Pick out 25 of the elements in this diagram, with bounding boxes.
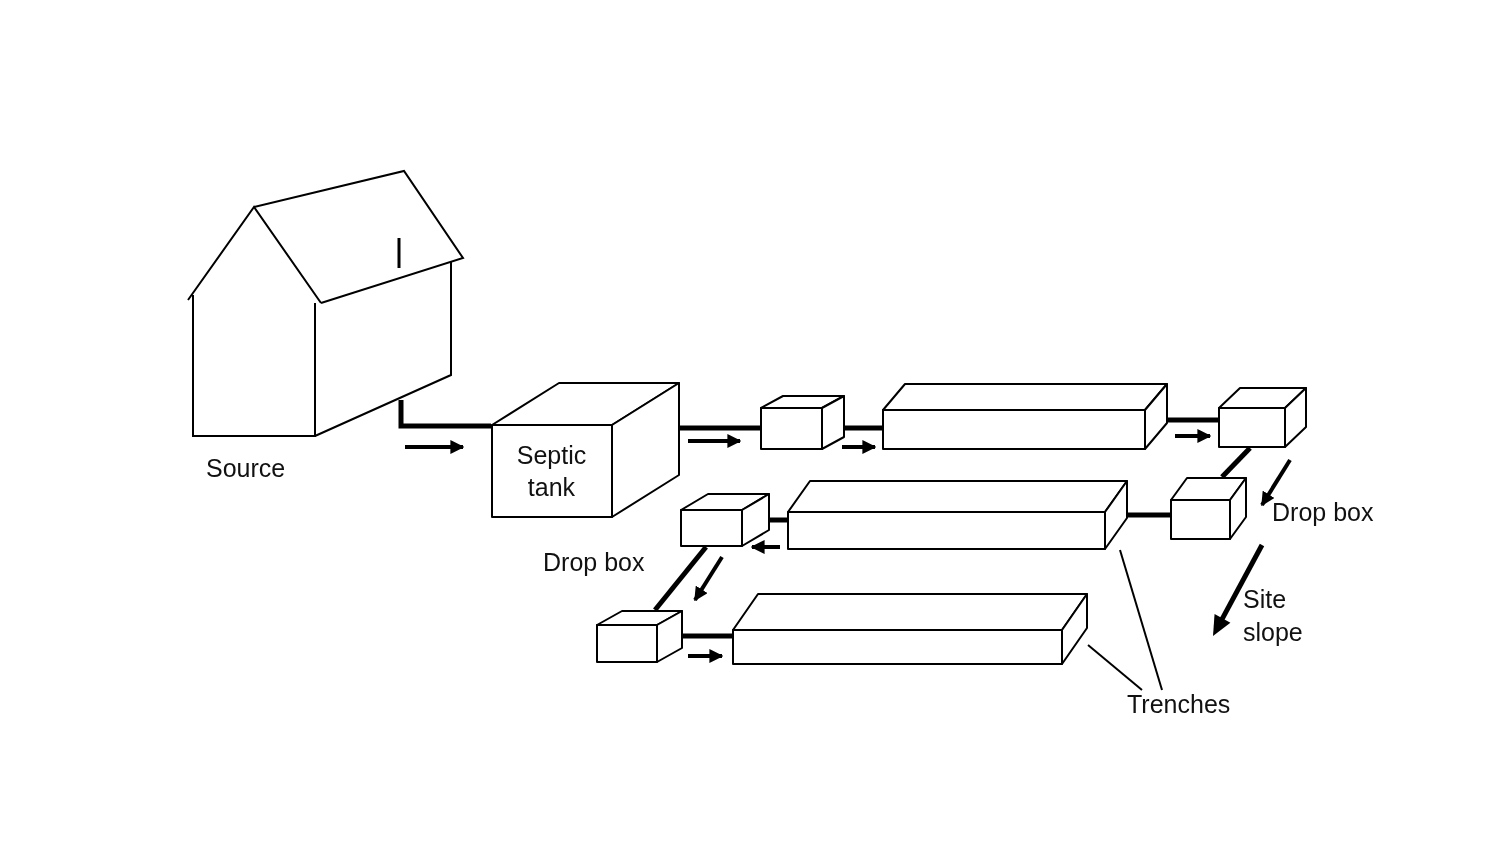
pipe [683,633,732,639]
part-label: Site slope [1243,584,1304,648]
flow-arrow [405,440,465,454]
pipe [1220,446,1252,479]
leader-line [1119,549,1163,691]
tank-label: Septic tank [515,440,588,503]
part-label: Drop box [543,547,646,578]
flow-arrow [842,440,877,454]
pipe [770,517,787,523]
flow-arrow [688,434,742,448]
pipe [680,425,760,431]
pipe [653,545,708,612]
flow-arrow [750,540,780,554]
pipe [1168,417,1218,423]
leader-line [1087,644,1143,691]
callout-label: Trenches [1127,690,1231,719]
pipe [1128,512,1170,518]
flow-arrow [1175,429,1212,443]
part-label: Drop box [1272,497,1375,528]
flow-arrow [688,649,724,663]
pipe [398,400,491,429]
pipe [845,425,882,431]
flow-arrow [1260,458,1292,507]
flow-arrow [693,555,724,602]
node-caption: Source [206,454,286,483]
